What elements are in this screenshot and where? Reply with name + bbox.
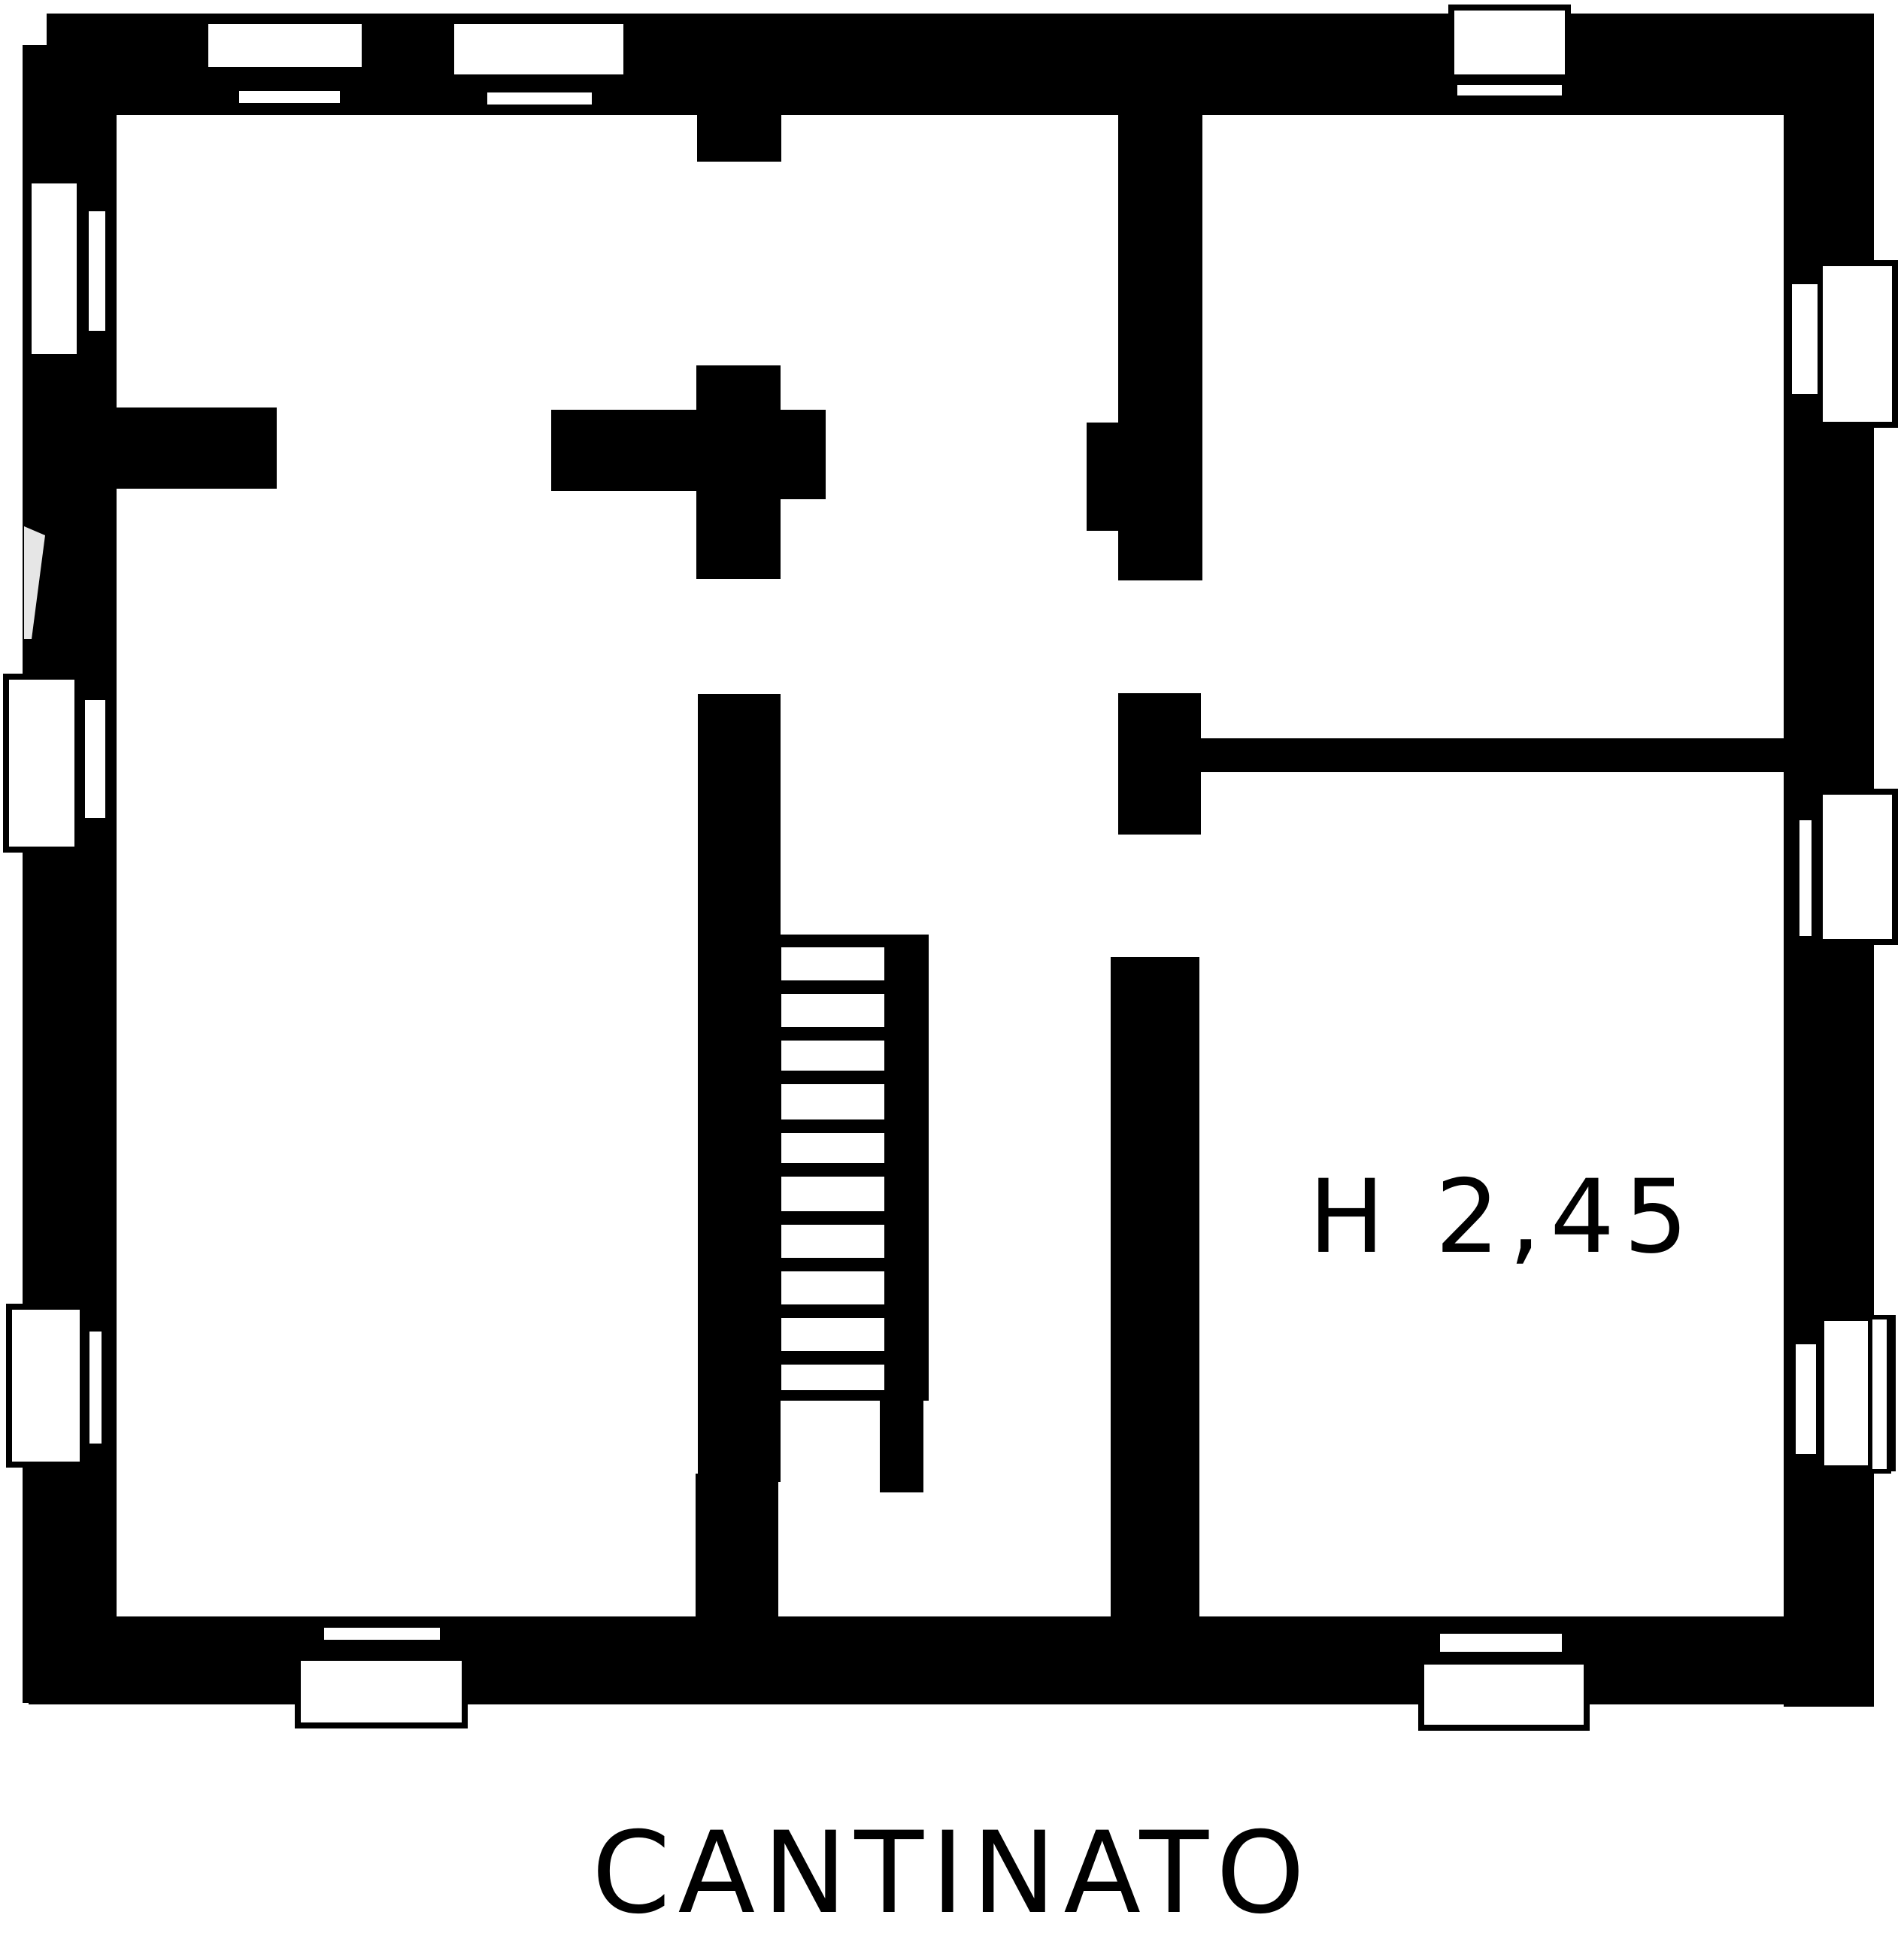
outer-walls [23, 14, 1874, 1707]
stair-step [775, 1127, 890, 1169]
stair-step [775, 1035, 890, 1077]
window-top-3 [1448, 5, 1571, 100]
shaded-wall-patch [24, 526, 45, 639]
stair-step [775, 1078, 890, 1126]
window-right-2 [1795, 789, 1898, 945]
window-bottom-2 [1418, 1629, 1590, 1731]
stair-step [775, 1312, 890, 1357]
stair-step [775, 1265, 890, 1310]
stair-step [775, 1171, 890, 1217]
stair-step [775, 1219, 890, 1264]
window-left-2 [3, 674, 110, 853]
window-top-2 [448, 18, 629, 109]
floor-title: CANTINATO [591, 1808, 1313, 1939]
window-bottom-1 [295, 1623, 468, 1728]
window-top-1 [202, 18, 368, 108]
stair-step [775, 941, 890, 986]
window-left-3 [6, 1304, 106, 1468]
window-right-1 [1787, 260, 1898, 428]
window-right-3 [1791, 1315, 1896, 1474]
staircase [771, 935, 929, 1401]
stair-step [775, 1359, 890, 1396]
interior-walls [113, 105, 1797, 1703]
window-left-1 [26, 177, 110, 360]
room-height-label: H 2,45 [1308, 1158, 1698, 1276]
stair-step [775, 988, 890, 1033]
